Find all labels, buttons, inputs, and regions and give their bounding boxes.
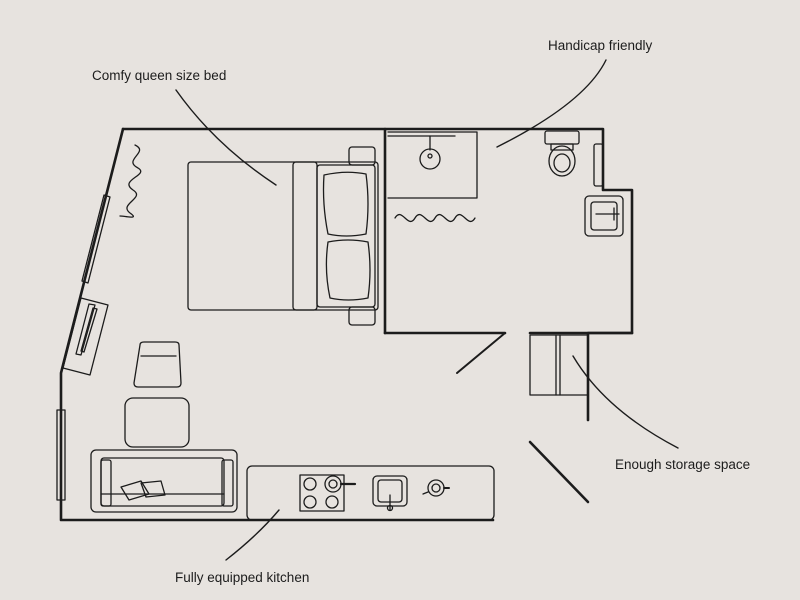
coffee-table [124,397,190,448]
kitchen-annotation: Fully equipped kitchen [175,570,310,585]
bed-annotation: Comfy queen size bed [92,68,227,83]
nightstand-top [348,146,376,166]
pillow-top [322,171,369,237]
armchair [133,341,182,388]
sofa-cushion-2 [140,480,166,498]
bathroom-sink-icon [584,195,624,237]
kettle-icon [422,479,450,497]
kitchen-sink-icon [372,475,408,512]
outer-walls [59,127,634,522]
shower [387,131,478,223]
windows [56,194,111,501]
kitchen-leader-line [225,509,280,561]
stove-icon [299,474,357,512]
bathroom-walls [383,127,634,335]
storage-leader-line [572,355,679,449]
window-box [62,297,109,376]
bathroom-shelf [593,143,604,187]
sofa-cushion-1 [120,480,150,501]
kitchen-counter [246,465,495,521]
heater-icon [119,144,142,218]
bathroom-door [456,332,506,374]
wardrobe-storage [529,334,589,396]
storage-annotation: Enough storage space [615,457,751,472]
toilet-icon [544,130,580,177]
handicap-annotation: Handicap friendly [548,38,653,53]
shower-curtain [394,213,476,223]
bed-leader-line [175,89,277,186]
sofa [90,449,238,513]
queen-bed [187,146,379,326]
pillow-bottom [325,239,371,301]
nightstand-bottom [348,306,376,326]
handicap-leader-line [496,59,607,148]
annotation-leaders [175,59,679,561]
